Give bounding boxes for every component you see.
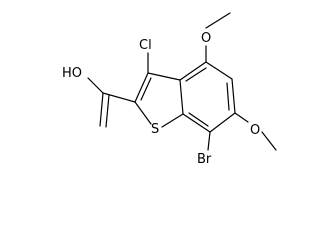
bond-s-c2 — [134, 101, 152, 125]
oxygen-4-label: O — [201, 31, 211, 46]
bond-c3-c3a — [147, 72, 181, 81]
benzothiophene-structure: HO Cl S Br O O — [62, 12, 277, 167]
bond-c7-c7a — [182, 113, 211, 133]
hydroxyl-label: HO — [62, 66, 82, 81]
bond-c4-c5 — [205, 61, 233, 80]
bond-o6-methyl — [261, 131, 277, 151]
bond-c7-br — [207, 131, 211, 151]
bond-c3a-c7a — [179, 79, 184, 115]
sulfur-label: S — [151, 122, 159, 137]
bond-c7a-s — [161, 113, 184, 128]
bond-carbonyl-double — [105, 94, 110, 128]
bond-c6-o — [234, 112, 249, 123]
bond-c2-c3 — [134, 72, 149, 103]
bond-carbonyl — [99, 92, 104, 127]
bond-c6-c7 — [209, 112, 236, 133]
oxygen-6-label: O — [250, 123, 260, 138]
bond-c2-c3-double — [140, 77, 152, 101]
bond-c3a-c4 — [179, 61, 207, 81]
bond-o4-methyl — [205, 12, 231, 29]
bond-c5-c6-inner — [226, 82, 230, 111]
bond-c3a-c4-inner — [185, 67, 207, 82]
bromine-label: Br — [197, 152, 212, 167]
bond-c2-carboxyl — [102, 92, 136, 103]
bond-carboxyl-oh — [87, 77, 104, 94]
bond-c5-c6 — [231, 78, 236, 114]
chlorine-label: Cl — [139, 38, 152, 53]
bond-c7-c7a-inner — [188, 112, 209, 127]
